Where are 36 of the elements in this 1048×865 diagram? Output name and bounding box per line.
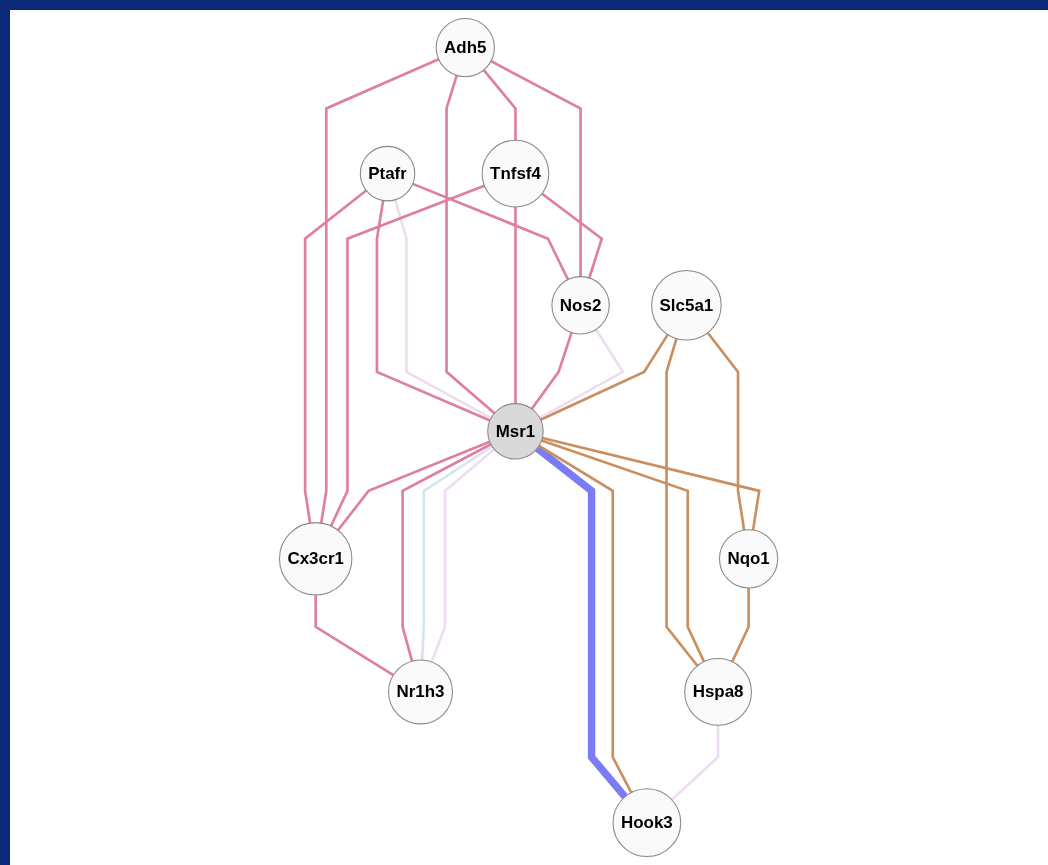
connector	[665, 338, 699, 667]
node-circle: Ptafr	[360, 145, 416, 202]
connector	[394, 199, 493, 420]
connector	[490, 60, 583, 277]
connector	[320, 58, 440, 524]
node-circle: Adh5	[436, 17, 496, 78]
node-circle: Cx3cr1	[279, 522, 353, 596]
connector	[376, 200, 491, 422]
connector	[314, 595, 395, 677]
node-circle: Nr1h3	[388, 659, 454, 725]
connector	[483, 69, 518, 141]
connector	[412, 182, 570, 281]
connector	[421, 445, 494, 661]
node-circle: Nqo1	[719, 529, 779, 589]
connector	[539, 328, 626, 420]
connector	[707, 331, 746, 531]
connector	[541, 439, 706, 663]
node-circle: Nos2	[551, 276, 611, 335]
connector	[330, 184, 486, 527]
node-circle: Slc5a1	[651, 269, 723, 341]
connector	[514, 206, 518, 404]
node-circle: Msr1	[487, 403, 545, 460]
connector	[445, 75, 496, 415]
connector	[304, 189, 368, 524]
connector	[531, 332, 574, 410]
node-circle: Tnfsf4	[481, 139, 550, 208]
connector	[541, 192, 604, 279]
connector	[430, 448, 496, 663]
connector	[671, 725, 720, 801]
node-circle: Hook3	[612, 788, 682, 858]
connector	[542, 436, 762, 531]
connector	[731, 587, 751, 663]
connector	[540, 333, 670, 421]
connector	[401, 443, 492, 662]
connector	[337, 440, 491, 532]
node-circle: Hspa8	[684, 658, 753, 726]
